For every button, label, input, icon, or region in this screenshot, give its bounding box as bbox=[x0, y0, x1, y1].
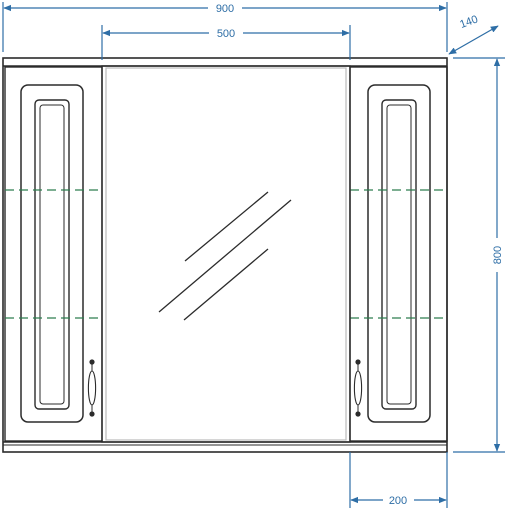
mirror-frame bbox=[101, 65, 351, 443]
left-door-panel-outer bbox=[20, 84, 84, 423]
dimension-depth bbox=[448, 25, 499, 55]
mirror bbox=[101, 65, 351, 443]
label-total-width: 900 bbox=[216, 3, 234, 15]
mirror-glass bbox=[105, 67, 347, 441]
left-handle-icon bbox=[87, 359, 97, 417]
right-door-panel-inner bbox=[386, 104, 412, 405]
dimension-mirror-width bbox=[101, 25, 351, 60]
right-door-panel-mid bbox=[381, 99, 417, 410]
dimension-height bbox=[453, 57, 505, 453]
label-cabinet-width: 200 bbox=[389, 495, 407, 507]
left-door-panel-mid bbox=[34, 99, 70, 410]
dimension-lines bbox=[2, 2, 505, 508]
label-height: 800 bbox=[492, 246, 504, 264]
label-depth: 140 bbox=[458, 13, 479, 31]
left-door bbox=[4, 66, 103, 442]
right-handle-icon bbox=[353, 359, 363, 417]
right-door bbox=[349, 66, 448, 442]
dimension-cabinet-width bbox=[349, 452, 448, 508]
dimension-total-width bbox=[2, 2, 448, 52]
mirror-reflection-lines bbox=[158, 191, 292, 321]
shelves bbox=[5, 189, 447, 319]
right-door-panel-outer bbox=[367, 84, 431, 423]
left-door-panel-inner bbox=[39, 104, 65, 405]
label-mirror-width: 500 bbox=[217, 28, 235, 40]
